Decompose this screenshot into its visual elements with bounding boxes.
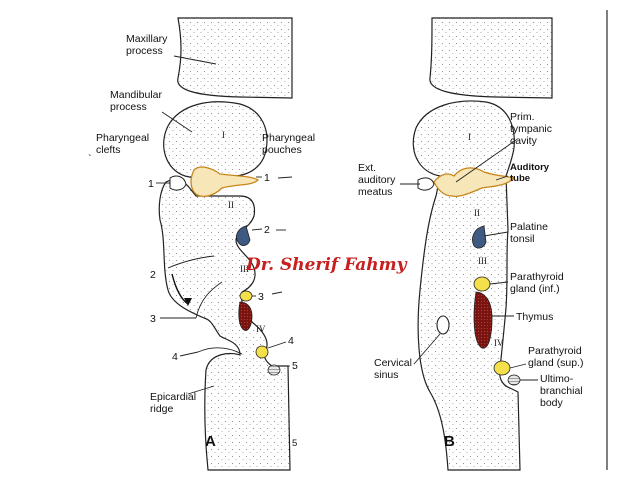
third-pouch-parathyroid-a	[239, 290, 253, 302]
leader-mandibular	[161, 111, 193, 133]
cleft-number-4: 4	[172, 351, 178, 363]
first-pouch-a	[190, 166, 260, 198]
arch-numeral-3-b: III	[478, 256, 487, 266]
leader-cleft-4	[179, 351, 199, 357]
pouch-number-4: 4	[288, 335, 294, 347]
leader-prim-tympanic	[455, 139, 517, 183]
tick-mark: `	[88, 153, 92, 165]
parathyroid-inf-b	[473, 276, 491, 292]
leader-auditory-tube	[495, 175, 509, 181]
arch-numeral-1-b: I	[468, 132, 471, 142]
leader-pouch-2	[251, 228, 263, 231]
arch-numeral-2-b: II	[474, 208, 480, 218]
cervical-sinus-b	[436, 315, 450, 335]
arch-numeral-4-b: IV	[494, 338, 504, 348]
pouch-number-2: 2	[264, 224, 270, 236]
fourth-pouch-a	[255, 345, 269, 359]
tick-pouch-3	[271, 291, 283, 295]
page-margin	[606, 0, 638, 479]
cleft-number-3: 3	[150, 313, 156, 325]
ext-auditory-notch	[417, 177, 435, 191]
leader-parathyroid-sup	[509, 363, 527, 369]
parathyroid-sup-b	[493, 360, 511, 376]
third-pouch-thymus-a	[238, 301, 253, 331]
leader-parathyroid-inf	[489, 281, 509, 285]
pouch-number-1: 1	[264, 172, 270, 184]
ultimobranchial-body-b	[507, 374, 521, 386]
page-mark: 5	[292, 438, 297, 449]
watermark-author: Dr. Sherif Fahmy	[245, 255, 408, 275]
arch-numeral-1-a: I	[222, 130, 225, 140]
label-thymus: Thymus	[516, 311, 553, 323]
fifth-pouch-a	[267, 364, 281, 376]
cleft-number-2: 2	[150, 269, 156, 281]
second-pouch-a	[236, 225, 251, 246]
mandibular-arch-a	[163, 101, 268, 179]
thymus-b	[473, 291, 493, 349]
panel-letter-b: B	[444, 433, 455, 450]
arch-numeral-3-a: III	[240, 264, 249, 274]
cleft-4-line	[197, 347, 243, 355]
leader-palatine-tonsil	[483, 231, 509, 237]
palatine-tonsil-b	[472, 225, 487, 249]
leader-maxillary	[173, 55, 217, 65]
maxillary-process-b	[429, 17, 553, 99]
pouch-number-3: 3	[258, 291, 264, 303]
arch-numeral-2-a: II	[228, 200, 234, 210]
cleft-2-line	[167, 255, 215, 269]
leader-epicardial	[187, 385, 215, 395]
pharyngeal-column-b	[412, 100, 521, 471]
leader-cervical-sinus	[413, 333, 441, 365]
pharyngeal-column-a	[158, 179, 291, 471]
cleft-3-line	[195, 281, 223, 319]
pouch-number-5: 5	[292, 360, 298, 372]
cleft-1-notch	[169, 175, 187, 191]
auditory-tube-b	[433, 167, 516, 198]
cleft-number-1: 1	[148, 178, 154, 190]
arch-numeral-4-a: IV	[256, 324, 266, 334]
growth-arrowhead	[184, 298, 192, 306]
maxillary-process-a	[177, 17, 293, 99]
panel-letter-a: A	[205, 433, 216, 450]
leader-pouch-4	[267, 341, 287, 349]
tick-pouch-1	[277, 176, 293, 179]
